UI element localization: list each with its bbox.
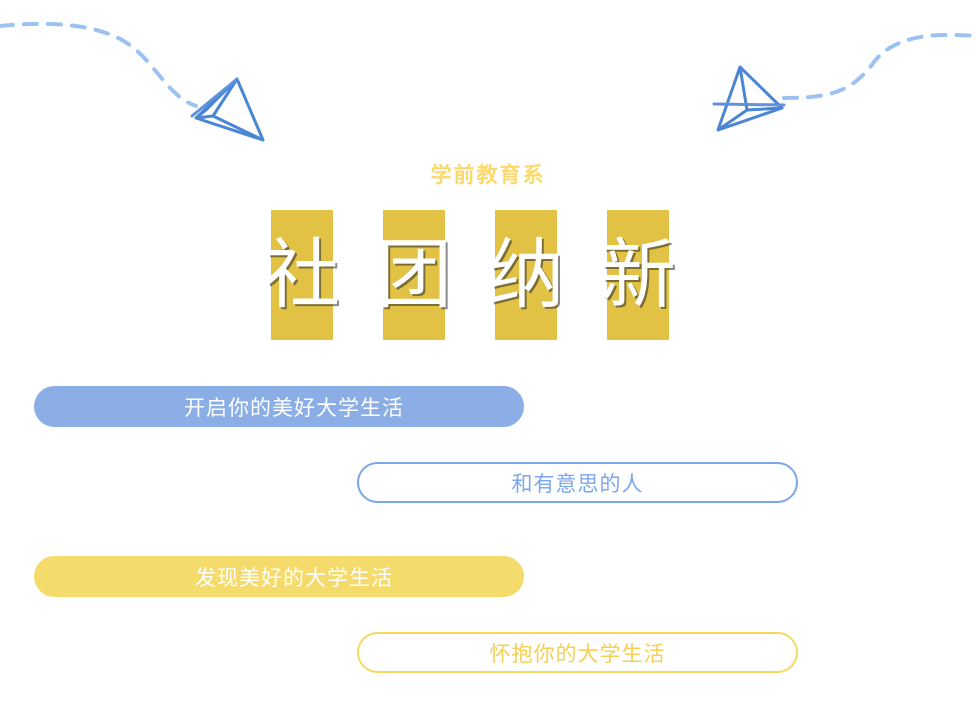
slogan-pill-4-label: 怀抱你的大学生活 — [489, 642, 666, 666]
title-block-2: 团 — [376, 210, 452, 340]
slogan-pill-1[interactable]: 开启你的美好大学生活 — [34, 386, 524, 427]
paper-plane-right-wing-fold — [712, 102, 786, 107]
dashed-trail-left-icon — [0, 21, 198, 108]
slogan-pill-2-label: 和有意思的人 — [511, 472, 644, 496]
main-title: 社 团 纳 新 — [264, 210, 676, 340]
slogan-pill-1-label: 开启你的美好大学生活 — [184, 396, 404, 420]
dashed-trail-right-icon — [782, 32, 976, 100]
title-block-4: 新 — [600, 210, 676, 340]
slogan-pill-3-label: 发现美好的大学生活 — [195, 566, 393, 590]
department-label: 学前教育系 — [430, 164, 546, 187]
paper-plane-left-wing-fold — [190, 77, 239, 118]
title-char-3: 纳 — [488, 230, 564, 319]
title-char-2: 团 — [376, 230, 452, 319]
paper-plane-left-icon — [194, 77, 265, 142]
title-block-1: 社 — [264, 210, 340, 340]
title-char-4: 新 — [600, 230, 676, 319]
slogan-pill-3[interactable]: 发现美好的大学生活 — [34, 556, 524, 597]
slogan-pill-2[interactable]: 和有意思的人 — [357, 462, 798, 503]
paper-plane-right-icon — [716, 65, 784, 132]
title-block-3: 纳 — [488, 210, 564, 340]
title-char-1: 社 — [264, 230, 340, 319]
slogan-pill-4[interactable]: 怀抱你的大学生活 — [357, 632, 798, 673]
